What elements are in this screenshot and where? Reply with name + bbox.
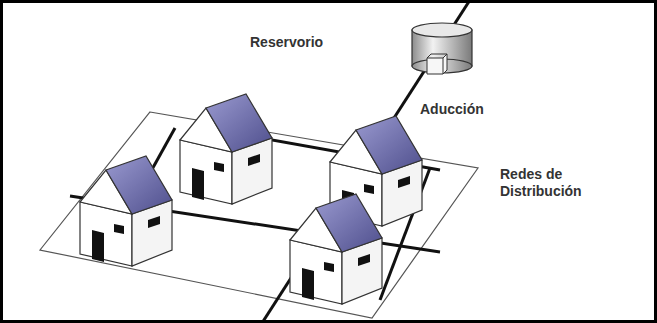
part-label: Aducción — [420, 101, 484, 118]
house — [176, 94, 272, 204]
house — [286, 194, 382, 304]
part-label: Redes de Distribución — [500, 166, 600, 200]
reservoir-tank — [412, 23, 472, 74]
part-label: Reservorio — [250, 34, 323, 51]
house — [76, 156, 172, 266]
